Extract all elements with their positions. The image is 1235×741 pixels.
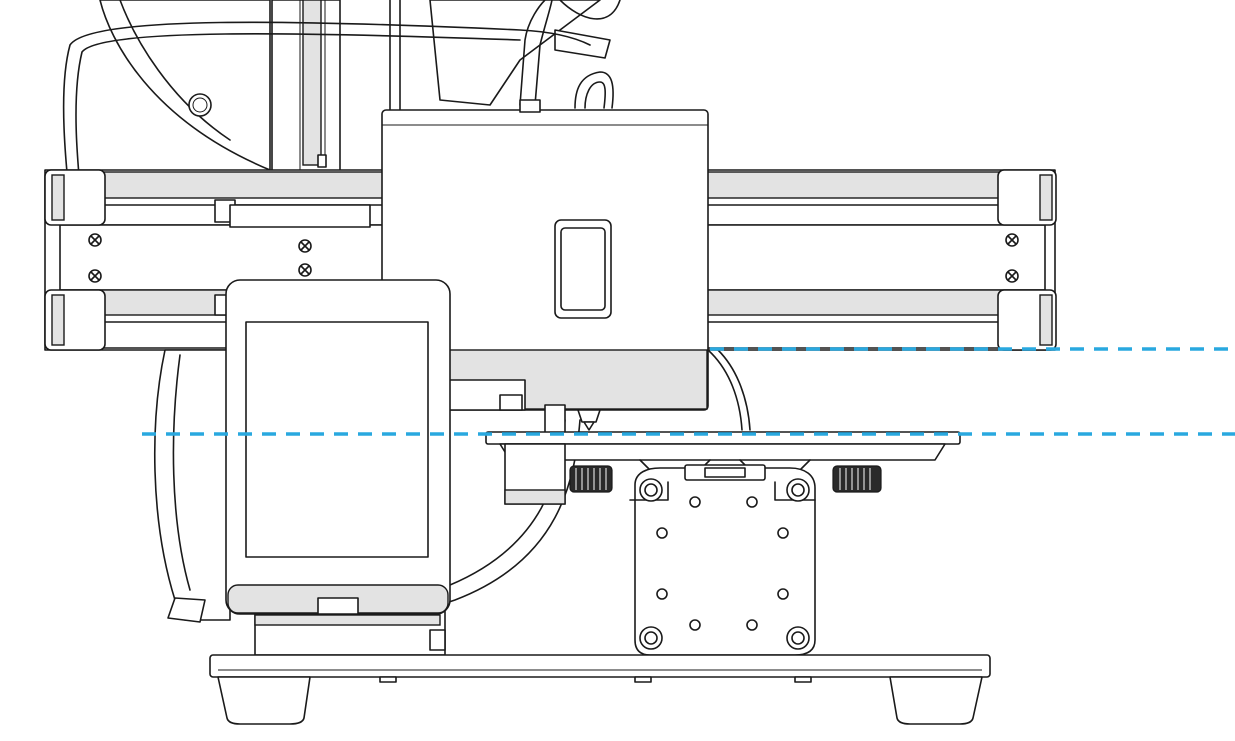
base-plate [209,654,991,725]
nozzle-icon [577,409,601,423]
right-foot [889,676,983,725]
rear-knob-icon [188,93,212,117]
hex-bolt-icon [639,478,810,650]
motor-screw-icon [656,496,789,631]
z-rail [707,349,751,431]
screw-icon [88,233,1019,283]
vertical-frame [271,0,401,173]
print-head [381,99,709,436]
leveling-knob-icon [832,465,882,493]
left-foot [217,676,311,725]
leveling-knob-icon [569,465,613,493]
display-screen [245,321,429,558]
stepper-motor [629,464,816,656]
filament-cable [62,0,614,273]
touch-display [225,279,451,656]
left-support [153,349,231,623]
